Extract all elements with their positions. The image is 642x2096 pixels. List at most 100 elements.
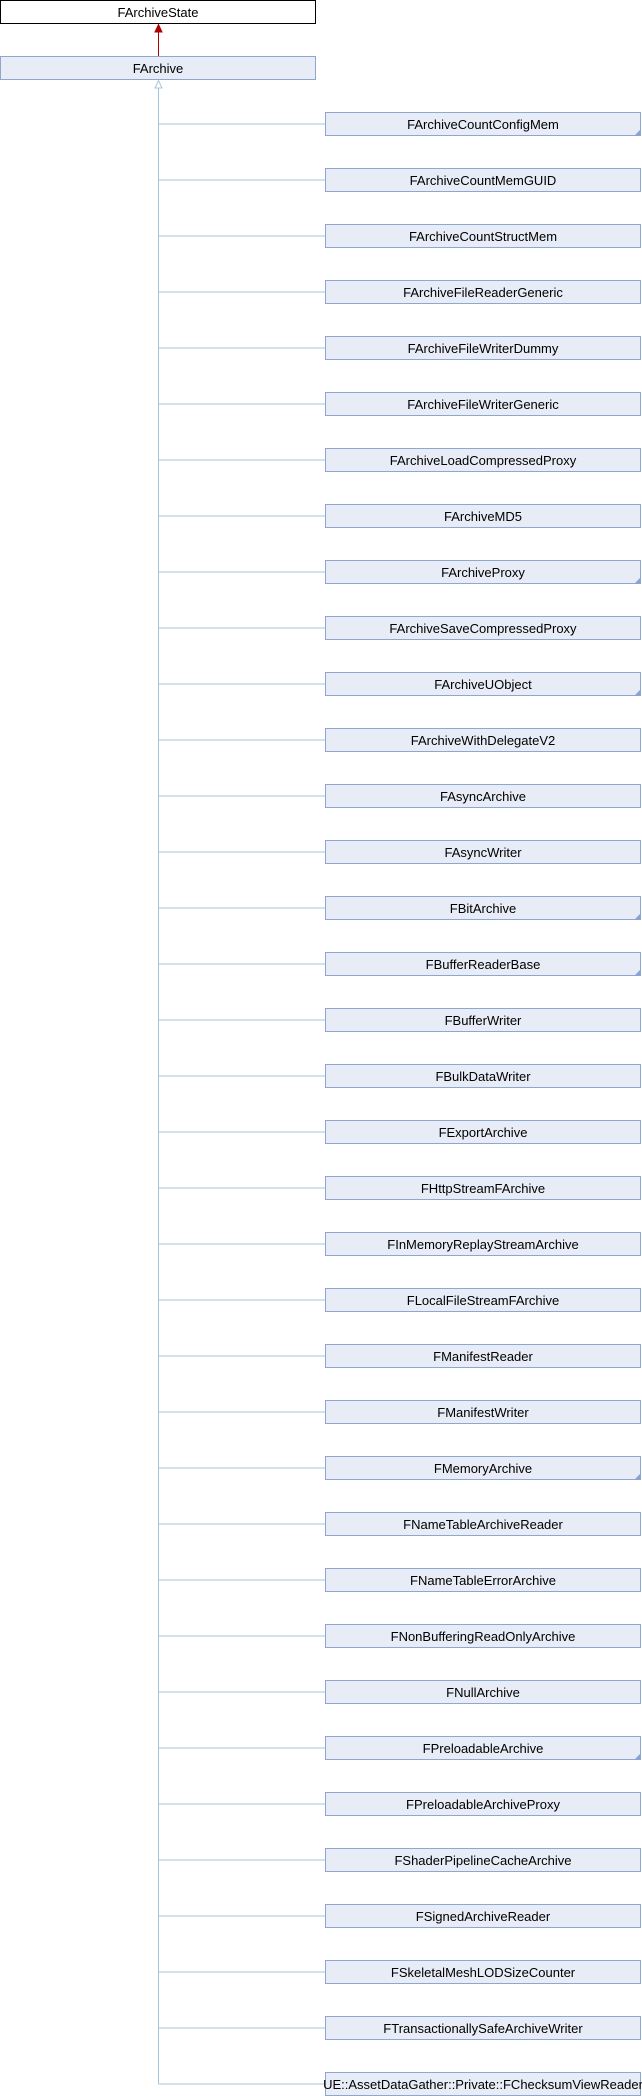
derived-class-node[interactable]: FNullArchive: [325, 1680, 641, 1704]
derived-class-label: FInMemoryReplayStreamArchive: [387, 1237, 578, 1252]
has-more-subclasses-marker: [634, 689, 641, 696]
derived-class-label: FExportArchive: [439, 1125, 528, 1140]
derived-class-box: [325, 392, 641, 416]
derived-class-label: FHttpStreamFArchive: [421, 1181, 545, 1196]
derived-class-label: FNullArchive: [446, 1685, 520, 1700]
derived-class-label: FArchiveProxy: [441, 565, 525, 580]
derived-class-node[interactable]: FArchiveCountConfigMem: [325, 112, 641, 136]
derived-class-label: FArchiveCountMemGUID: [410, 173, 557, 188]
derived-class-label: FAsyncWriter: [444, 845, 522, 860]
derived-class-label: FArchiveSaveCompressedProxy: [389, 621, 577, 636]
derived-class-node[interactable]: FBufferWriter: [325, 1008, 641, 1032]
derived-class-label: FTransactionallySafeArchiveWriter: [383, 2021, 583, 2036]
derived-class-box: [325, 448, 641, 472]
derived-class-box: [325, 1008, 641, 1032]
derived-class-node[interactable]: FMemoryArchive: [325, 1456, 641, 1480]
derived-class-box: [325, 1400, 641, 1424]
derived-class-node[interactable]: FPreloadableArchiveProxy: [325, 1792, 641, 1816]
derived-class-box: [325, 1624, 641, 1648]
derived-class-label: FArchiveUObject: [434, 677, 532, 692]
has-more-subclasses-marker: [634, 969, 641, 976]
derived-class-node[interactable]: FAsyncArchive: [325, 784, 641, 808]
derived-class-node[interactable]: FArchiveLoadCompressedProxy: [325, 448, 641, 472]
derived-class-node[interactable]: UE::AssetDataGather::Private::FChecksumV…: [323, 2072, 642, 2096]
derived-class-node[interactable]: FArchiveProxy: [325, 560, 641, 584]
derived-class-label: FArchiveCountStructMem: [409, 229, 557, 244]
derived-class-node[interactable]: FInMemoryReplayStreamArchive: [325, 1232, 641, 1256]
derived-class-label: FArchiveFileWriterDummy: [408, 341, 559, 356]
derived-class-node[interactable]: FShaderPipelineCacheArchive: [325, 1848, 641, 1872]
derived-class-node[interactable]: FLocalFileStreamFArchive: [325, 1288, 641, 1312]
derived-class-node[interactable]: FArchiveCountMemGUID: [325, 168, 641, 192]
inheritance-arrowhead: [154, 79, 163, 89]
derived-class-box: [325, 336, 641, 360]
inheritance-edges: [154, 23, 326, 2085]
derived-class-box: [325, 112, 641, 136]
derived-class-node[interactable]: FBufferReaderBase: [325, 952, 641, 976]
derived-class-node[interactable]: FBitArchive: [325, 896, 641, 920]
derived-class-node[interactable]: FArchiveCountStructMem: [325, 224, 641, 248]
derived-class-node[interactable]: FNameTableErrorArchive: [325, 1568, 641, 1592]
derived-class-box: [325, 1288, 641, 1312]
derived-class-label: FShaderPipelineCacheArchive: [394, 1853, 571, 1868]
derived-class-node[interactable]: FArchiveSaveCompressedProxy: [325, 616, 641, 640]
derived-class-box: [325, 616, 641, 640]
derived-class-node[interactable]: FSkeletalMeshLODSizeCounter: [325, 1960, 641, 1984]
derived-class-node[interactable]: FArchiveFileReaderGeneric: [325, 280, 641, 304]
derived-class-node[interactable]: FArchiveFileWriterDummy: [325, 336, 641, 360]
main-class-node[interactable]: FArchive: [0, 56, 316, 80]
derived-class-label: FManifestWriter: [437, 1405, 529, 1420]
derived-class-box: [325, 504, 641, 528]
derived-class-label: FBitArchive: [450, 901, 516, 916]
derived-class-box: [325, 1904, 641, 1928]
main-class-label: FArchive: [133, 61, 184, 76]
derived-class-node[interactable]: FArchiveUObject: [325, 672, 641, 696]
derived-class-label: FArchiveLoadCompressedProxy: [390, 453, 577, 468]
derived-class-label: FBufferReaderBase: [426, 957, 541, 972]
derived-class-node[interactable]: FArchiveMD5: [325, 504, 641, 528]
derived-class-node[interactable]: FManifestWriter: [325, 1400, 641, 1424]
base-inheritance-arrowhead: [154, 23, 163, 33]
derived-class-box: [325, 1456, 641, 1480]
derived-class-label: FArchiveFileWriterGeneric: [407, 397, 559, 412]
derived-class-node[interactable]: FArchiveFileWriterGeneric: [325, 392, 641, 416]
base-class-label: FArchiveState: [118, 5, 199, 20]
derived-class-box: [325, 672, 641, 696]
derived-class-node[interactable]: FNonBufferingReadOnlyArchive: [325, 1624, 641, 1648]
derived-class-node[interactable]: FExportArchive: [325, 1120, 641, 1144]
derived-class-label: FPreloadableArchive: [423, 1741, 544, 1756]
derived-class-box: [325, 1568, 641, 1592]
derived-class-node[interactable]: FHttpStreamFArchive: [325, 1176, 641, 1200]
derived-class-box: [325, 896, 641, 920]
has-more-subclasses-marker: [634, 1473, 641, 1480]
derived-class-label: FLocalFileStreamFArchive: [407, 1293, 559, 1308]
derived-class-label: FSignedArchiveReader: [416, 1909, 551, 1924]
has-more-subclasses-marker: [634, 1753, 641, 1760]
derived-class-node[interactable]: FManifestReader: [325, 1344, 641, 1368]
base-class-node[interactable]: FArchiveState: [0, 0, 316, 24]
derived-class-node[interactable]: FTransactionallySafeArchiveWriter: [325, 2016, 641, 2040]
derived-class-label: FNameTableArchiveReader: [403, 1517, 563, 1532]
derived-class-box: [325, 280, 641, 304]
derived-class-label: FPreloadableArchiveProxy: [406, 1797, 560, 1812]
derived-class-box: [325, 1120, 641, 1144]
derived-class-box: [325, 560, 641, 584]
derived-class-box: [325, 1848, 641, 1872]
derived-class-box: [325, 2016, 641, 2040]
derived-class-node[interactable]: FArchiveWithDelegateV2: [325, 728, 641, 752]
derived-class-label: FArchiveCountConfigMem: [407, 117, 559, 132]
derived-class-label: FBufferWriter: [445, 1013, 522, 1028]
has-more-subclasses-marker: [634, 129, 641, 136]
derived-class-node[interactable]: FPreloadableArchive: [325, 1736, 641, 1760]
derived-class-label: FNonBufferingReadOnlyArchive: [391, 1629, 576, 1644]
derived-class-node[interactable]: FBulkDataWriter: [325, 1064, 641, 1088]
derived-class-label: FArchiveFileReaderGeneric: [403, 285, 563, 300]
derived-class-label: FArchiveWithDelegateV2: [411, 733, 556, 748]
derived-class-node[interactable]: FSignedArchiveReader: [325, 1904, 641, 1928]
derived-class-box: [325, 784, 641, 808]
derived-class-node[interactable]: FAsyncWriter: [325, 840, 641, 864]
derived-class-box: [325, 728, 641, 752]
derived-class-node[interactable]: FNameTableArchiveReader: [325, 1512, 641, 1536]
derived-class-label: FAsyncArchive: [440, 789, 526, 804]
